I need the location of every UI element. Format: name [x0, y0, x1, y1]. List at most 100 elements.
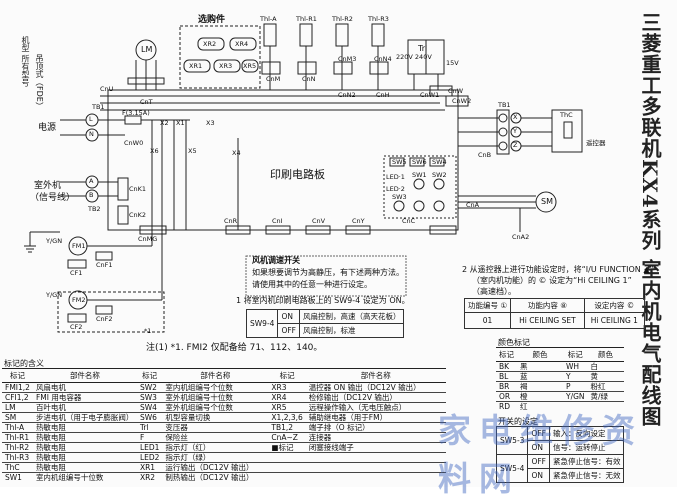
terminal-y: Y: [513, 127, 517, 135]
tb1-label-right: TB1: [498, 101, 511, 109]
tha-label: Thl-A: [260, 15, 277, 23]
table-header: 标记: [2, 368, 33, 383]
cnm-label: CnM: [266, 75, 281, 83]
table-cell: TB1,2: [268, 422, 306, 433]
power-label: 电源: [38, 123, 57, 133]
table-cell: P: [563, 381, 588, 392]
table-cell: ■标记: [268, 442, 306, 453]
cnw0-label: CnW0: [124, 139, 144, 147]
cnm3-label: CnM3: [338, 55, 357, 63]
lm-label: LM: [141, 45, 153, 54]
table-cell: 粉红: [587, 381, 624, 392]
cf1-label: CF1: [70, 269, 83, 277]
fan-heading: 风机调速开关: [252, 256, 300, 265]
table-cell: 远程操作输入（无电压触点）: [305, 402, 446, 413]
sw5-table: SW5-3 OFF 输入：反向设定 ON 信号：运转停止 SW5-4 OFF 紧…: [495, 426, 625, 483]
xr1-label: XR1: [189, 62, 203, 70]
x1-label: X1: [176, 119, 185, 127]
table-header: 标记: [496, 347, 517, 362]
table-cell: 黄: [587, 371, 624, 382]
wiring-schematic: [24, 23, 583, 333]
fan-step-2b: （室内机功能）的 © 设定为“Hi CEILING 1”: [472, 276, 632, 285]
table-row: 01 Hi CEILING SET Hi CEILING 1: [463, 312, 645, 329]
cny-label: CnY: [352, 217, 365, 225]
cnk1-label: CnK1: [129, 185, 147, 193]
led1-label: LED·1: [386, 173, 405, 181]
trl-label: Trl: [418, 44, 428, 53]
table-header: 部件名称: [162, 368, 269, 383]
table-cell: 辅助继电器（用于FM）: [305, 412, 446, 423]
tb2-label: TB2: [88, 205, 101, 213]
table-cell: XR1: [136, 462, 163, 473]
table-cell: BK: [496, 361, 517, 372]
cnf1-label: CnF1: [96, 261, 113, 269]
cnn2-label: CnN2: [338, 91, 356, 99]
cf2-label: CF2: [70, 323, 83, 331]
fan-note-2: 请使用其中的任意一种进行设定。: [252, 280, 372, 289]
xr3-label: XR3: [219, 62, 233, 70]
table-cell: 室外机组编号个位数: [162, 402, 269, 413]
thr2-label: Thl-R2: [332, 15, 353, 23]
tb1-label-left: TB1: [92, 103, 105, 111]
table-cell: SW2: [136, 382, 163, 393]
table-cell: 室外机组编号十位数: [162, 392, 269, 403]
fan-step-2c: （高速档）。: [472, 287, 516, 296]
table-cell: 指示灯（绿）: [162, 452, 269, 463]
table-cell: [563, 401, 588, 411]
table-cell: Hi CEILING SET: [510, 312, 585, 329]
table-cell: Hi CEILING 1: [583, 312, 645, 329]
table-cell: LM: [2, 402, 33, 413]
cnw1-label: CnW1: [420, 91, 440, 99]
table-cell: 闭塞接线端子: [305, 442, 446, 453]
table-cell: FMI 用电容器: [32, 392, 137, 403]
terminal-b: B: [89, 191, 94, 199]
thc-label: ThC: [560, 111, 573, 119]
cnf2-label: CnF2: [96, 315, 113, 323]
terminal-n: N: [89, 130, 94, 138]
table-cell: 室内机组编号十位数: [32, 472, 137, 482]
table-cell: 连接器: [305, 432, 446, 443]
table-cell: Y/GN: [563, 391, 588, 402]
options-box: [179, 25, 261, 89]
table-cell: [305, 452, 446, 463]
x6-label: X6: [150, 147, 159, 155]
fm2-label: FM2: [72, 296, 86, 304]
pcb-label: 印刷电路板: [270, 168, 325, 181]
table-header: 功能内容 ⑧: [510, 298, 585, 313]
table-cell: 运行输出（DC12V 输出）: [162, 462, 269, 473]
table-header: 功能编号 ①: [463, 298, 512, 313]
fan-step-2: 2 从遥控器上进行功能设定时，将“I/U FUNCTION ▲”: [462, 265, 654, 274]
table-cell: SW3: [136, 392, 163, 403]
diagram-title: 三菱重工多联机KX4系列 室内机电气配线图: [638, 12, 662, 427]
cnmg-label: CnMG: [138, 235, 158, 243]
x5-label: X5: [188, 147, 197, 155]
cnb-label: CnB: [478, 151, 492, 159]
model-type-note: 吊顶式（FDE）: [35, 54, 44, 110]
cna2-label: CnA2: [512, 233, 530, 241]
table-cell: Thl-R1: [2, 432, 33, 443]
table-row: 标记 颜色 标记 颜色: [496, 347, 624, 362]
table-cell: SW1: [2, 472, 33, 482]
table-cell: 紧急停止信号：无效: [548, 468, 625, 483]
options-label: 选购件: [198, 15, 226, 25]
table-cell: SW6: [136, 412, 163, 423]
led2-label: LED·2: [386, 185, 405, 193]
terminal-z: Z: [513, 141, 518, 149]
table-cell: BL: [496, 371, 517, 382]
legend-title: 标记的含义: [4, 359, 44, 368]
thr1-label: Thl-R1: [296, 15, 317, 23]
cna-label: CnA: [466, 201, 480, 209]
fuse-label: F(3.15A): [122, 109, 150, 117]
remote-label: 遥控器: [586, 139, 606, 147]
sw5-title: 开关的设定: [498, 417, 538, 426]
